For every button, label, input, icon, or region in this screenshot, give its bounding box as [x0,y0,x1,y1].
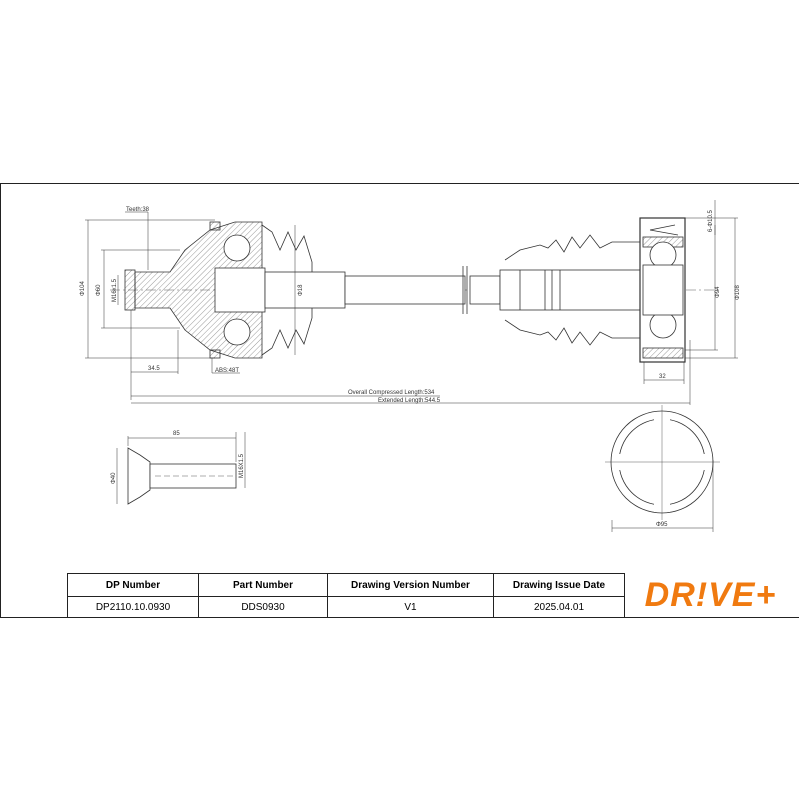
dim-32: 32 [659,374,666,380]
header-part-number: Part Number [198,573,328,597]
dim-bolt-holes: 6-Φ10.5 [708,210,714,232]
value-part-number: DDS0930 [198,596,328,618]
dim-d40: Φ40 [111,472,117,484]
extended-length: Extended Length:544.5 [378,398,441,404]
dim-d18: Φ18 [298,284,304,296]
left-cv-joint [124,221,313,359]
value-issue-date: 2025.04.01 [493,596,625,618]
overall-length: Overall Compressed Length:534 [348,390,435,396]
drawing-sheet [0,183,799,618]
teeth-label: Teeth:38 [126,207,150,213]
dim-85: 85 [173,431,180,437]
dim-d108: Φ108 [735,285,741,300]
shaft [264,266,641,314]
dimension-lines [85,200,738,405]
dim-bolt-thread: M16X1.5 [239,453,245,478]
right-cv-joint [504,217,686,363]
dim-34-5: 34.5 [148,366,160,372]
header-dp-number: DP Number [67,573,199,597]
header-issue-date: Drawing Issue Date [493,573,625,597]
bolt-drawing [116,432,246,505]
dim-m16: M16x1.5 [112,278,118,302]
spline-ring-drawing [605,405,720,532]
abs-label: ABS:48T [215,368,239,374]
value-dp-number: DP2110.10.0930 [67,596,199,618]
drive-logo: DR!VE+ [644,576,777,614]
dim-d95: Φ95 [656,522,668,528]
title-block: DP Number Part Number Drawing Version Nu… [67,573,625,618]
dim-d94: Φ94 [715,286,721,298]
header-version: Drawing Version Number [327,573,494,597]
value-version: V1 [327,596,494,618]
dim-d60: Φ60 [96,284,102,296]
dim-d104: Φ104 [80,281,86,296]
